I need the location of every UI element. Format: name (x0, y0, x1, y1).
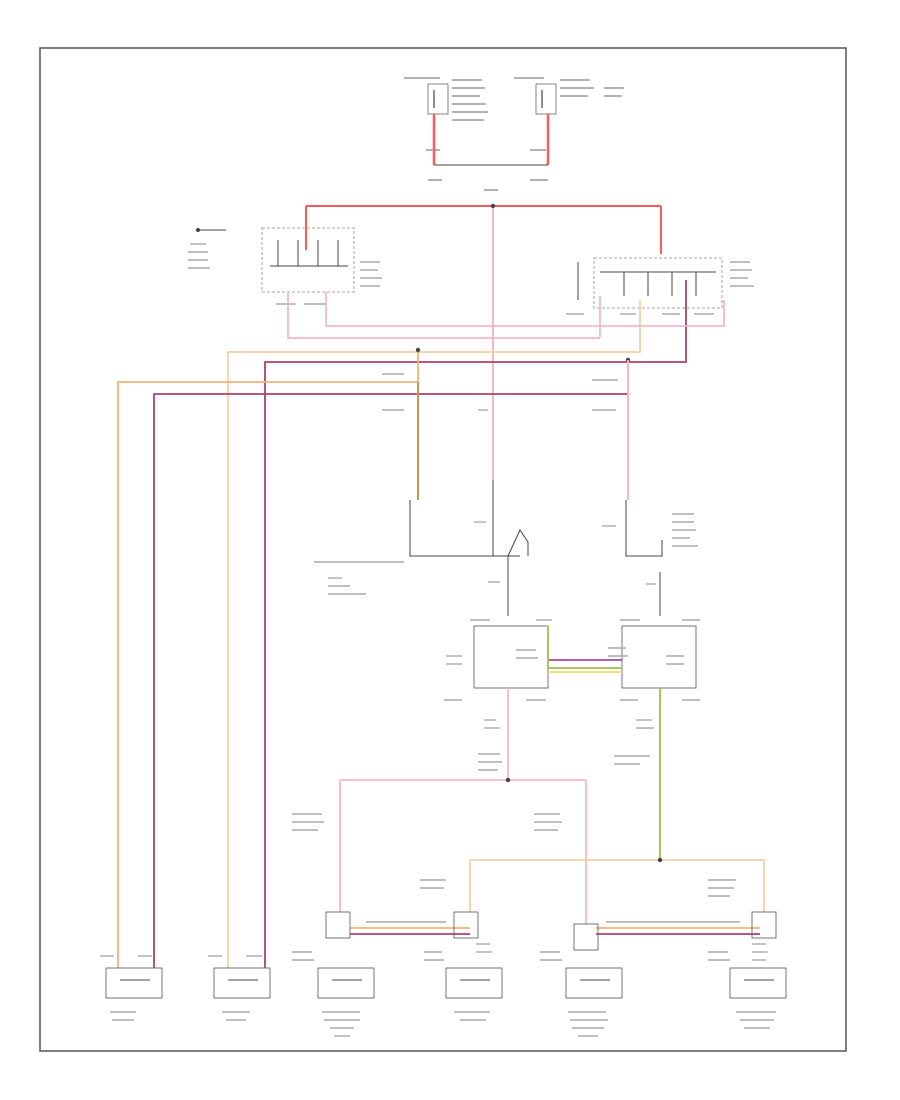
lower-harness (292, 688, 765, 935)
connector-2 (208, 955, 271, 1021)
mirror-right-contact (625, 500, 663, 557)
main-feed (305, 203, 662, 480)
connector-5 (540, 923, 623, 1037)
connector-3 (292, 911, 375, 1037)
right-switch-box (593, 257, 723, 309)
mirror-switch (314, 480, 698, 616)
fuse-text-blocks (404, 77, 624, 191)
mirror-switch-left-contact (409, 500, 520, 557)
mirror-modules (444, 619, 700, 701)
harness-labels (382, 373, 618, 411)
module-link-green (547, 626, 622, 669)
bottom-connectors (100, 911, 787, 1037)
left-harness (117, 347, 631, 968)
left-switch-out-2 (325, 292, 600, 327)
connector-6 (708, 911, 787, 1029)
diagram-frame (39, 47, 847, 1052)
right-switch-out-2 (227, 300, 641, 968)
splice-top (490, 203, 496, 209)
right-switch-out-4 (600, 300, 725, 327)
left-switch-contacts (270, 240, 348, 267)
fuse-left-box (427, 83, 449, 115)
left-switch-out-1 (287, 292, 600, 339)
harness-violet-far-left (153, 393, 628, 968)
splice-left-1 (415, 347, 421, 353)
left-switch-labels (188, 243, 382, 305)
lower-labels (292, 719, 740, 923)
module-right (621, 625, 697, 689)
fuse-block (404, 77, 624, 191)
splice-lower-green (657, 857, 663, 863)
connector-4 (424, 911, 503, 1021)
right-switch-out-3 (264, 280, 687, 968)
module-labels (444, 619, 700, 701)
fuse-right-box (535, 83, 557, 115)
left-switch-box (261, 227, 355, 293)
left-switch-ground (196, 228, 200, 232)
right-switch-labels (566, 261, 754, 315)
right-switch-contacts (600, 271, 716, 296)
module-left (473, 625, 549, 689)
right-door-switch (227, 257, 754, 968)
mirror-labels (314, 513, 698, 595)
mirror-switch-arm (507, 528, 529, 557)
splice-lower-pink (505, 777, 511, 783)
left-door-switch (188, 227, 600, 339)
connector-1 (100, 955, 163, 1021)
harness-orange-far-left (117, 350, 419, 968)
